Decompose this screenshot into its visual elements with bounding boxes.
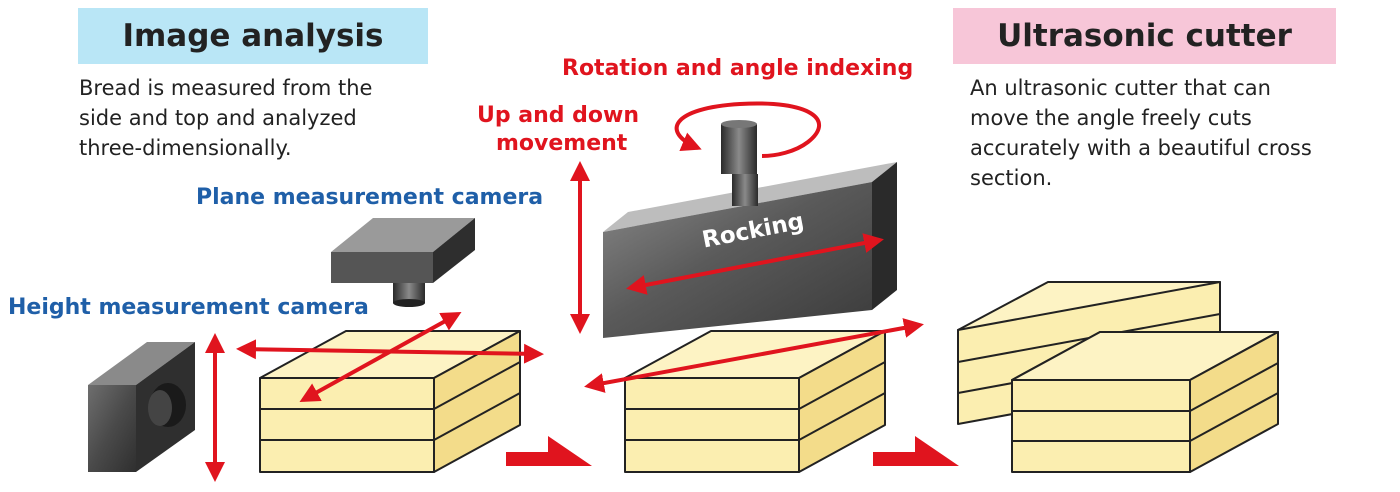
bread-cut-front-piece bbox=[1011, 331, 1279, 473]
depth-arrow bbox=[299, 312, 462, 402]
up-down-label-line2: movement bbox=[496, 131, 628, 156]
ultrasonic-cutter-description: An ultrasonic cutter that can move the a… bbox=[970, 76, 1312, 190]
blade-arrows bbox=[570, 101, 924, 393]
flow-arrow-1 bbox=[506, 436, 592, 466]
up-down-label-line1: Up and down bbox=[477, 103, 640, 128]
ultrasonic-cutter-title-text: Ultrasonic cutter bbox=[997, 18, 1292, 54]
plane-camera-label: Plane measurement camera bbox=[196, 185, 544, 210]
ultrasonic-cutter-title: Ultrasonic cutter bbox=[953, 8, 1336, 64]
image-analysis-description: Bread is measured from the side and top … bbox=[79, 76, 373, 160]
plane-measurement-camera bbox=[331, 218, 475, 307]
measurement-arrows bbox=[205, 312, 544, 482]
image-analysis-title-text: Image analysis bbox=[122, 18, 384, 54]
flow-arrow-2 bbox=[873, 436, 959, 466]
rotation-label: Rotation and angle indexing bbox=[562, 56, 914, 81]
rotation-arrow bbox=[674, 101, 822, 158]
bread-block-cutting bbox=[624, 330, 886, 473]
height-measurement-camera bbox=[88, 342, 195, 472]
height-camera-label: Height measurement camera bbox=[8, 295, 369, 320]
rocking-arrow bbox=[626, 233, 884, 295]
cut-line-arrow bbox=[584, 318, 924, 393]
image-analysis-title: Image analysis bbox=[78, 8, 428, 64]
